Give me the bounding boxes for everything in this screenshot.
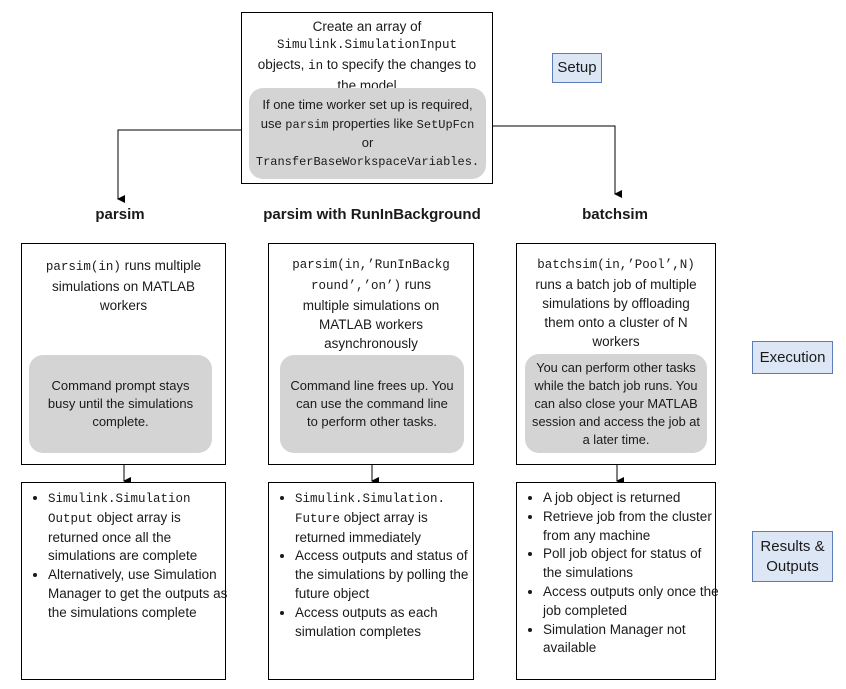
setup-description: Create an array of Simulink.SimulationIn… (248, 17, 486, 95)
list-item: Access outputs and status of the simulat… (295, 547, 475, 603)
arrow-setup-to-parsim (117, 129, 241, 203)
list-item: Simulink.Simulation. Future object array… (295, 489, 475, 547)
list-item: Access outputs only once the job complet… (543, 583, 721, 621)
batchsim-note: You can perform other tasks while the ba… (525, 354, 707, 453)
batchsim-heading: batchsim (582, 206, 648, 223)
background-note: Command line frees up. You can use the c… (280, 355, 464, 453)
setup-tag: Setup (552, 53, 602, 83)
execution-tag: Execution (752, 341, 833, 374)
list-item: A job object is returned (543, 489, 721, 508)
parsim-results-list: Simulink.Simulation Output object array … (28, 489, 228, 623)
list-item: Poll job object for status of the simula… (543, 545, 721, 583)
list-item: Access outputs as each simulation comple… (295, 604, 475, 642)
setup-line-1: Create an array of (312, 19, 422, 34)
parsim-heading: parsim (95, 206, 145, 223)
parsim-description: parsim(in) runs multiple simulations on … (45, 258, 202, 313)
background-execution-box: parsim(in,’RunInBackg round’,’on’) runs … (268, 243, 474, 465)
batchsim-execution-box: batchsim(in,’Pool’,N) runs a batch job o… (516, 243, 716, 465)
parsim-note: Command prompt stays busy until the simu… (29, 355, 212, 453)
background-description: parsim(in,’RunInBackg round’,’on’) runs … (292, 258, 450, 351)
results-outputs-tag: Results &Outputs (752, 531, 833, 582)
setup-line-3: objects, in to specify the changes to (257, 57, 477, 73)
list-item: Alternatively, use Simulation Manager to… (48, 566, 228, 622)
setup-box: Create an array of Simulink.SimulationIn… (241, 12, 493, 184)
arrow-setup-to-batchsim (492, 125, 622, 198)
setup-line-2: Simulink.SimulationInput (276, 38, 458, 52)
background-results-box: Simulink.Simulation. Future object array… (268, 482, 474, 680)
batchsim-results-box: A job object is returned Retrieve job fr… (516, 482, 719, 680)
list-item: Simulink.Simulation Output object array … (48, 489, 228, 566)
batchsim-description: batchsim(in,’Pool’,N) runs a batch job o… (535, 258, 697, 349)
setup-note: If one time worker set up is required, u… (249, 88, 486, 179)
parsim-execution-box: parsim(in) runs multiple simulations on … (21, 243, 226, 465)
background-results-list: Simulink.Simulation. Future object array… (275, 489, 475, 641)
list-item: Simulation Manager not available (543, 621, 721, 659)
parsim-results-box: Simulink.Simulation Output object array … (21, 482, 228, 680)
background-heading: parsim with RunInBackground (263, 206, 481, 223)
list-item: Retrieve job from the cluster from any m… (543, 508, 721, 546)
batchsim-results-list: A job object is returned Retrieve job fr… (523, 489, 721, 658)
